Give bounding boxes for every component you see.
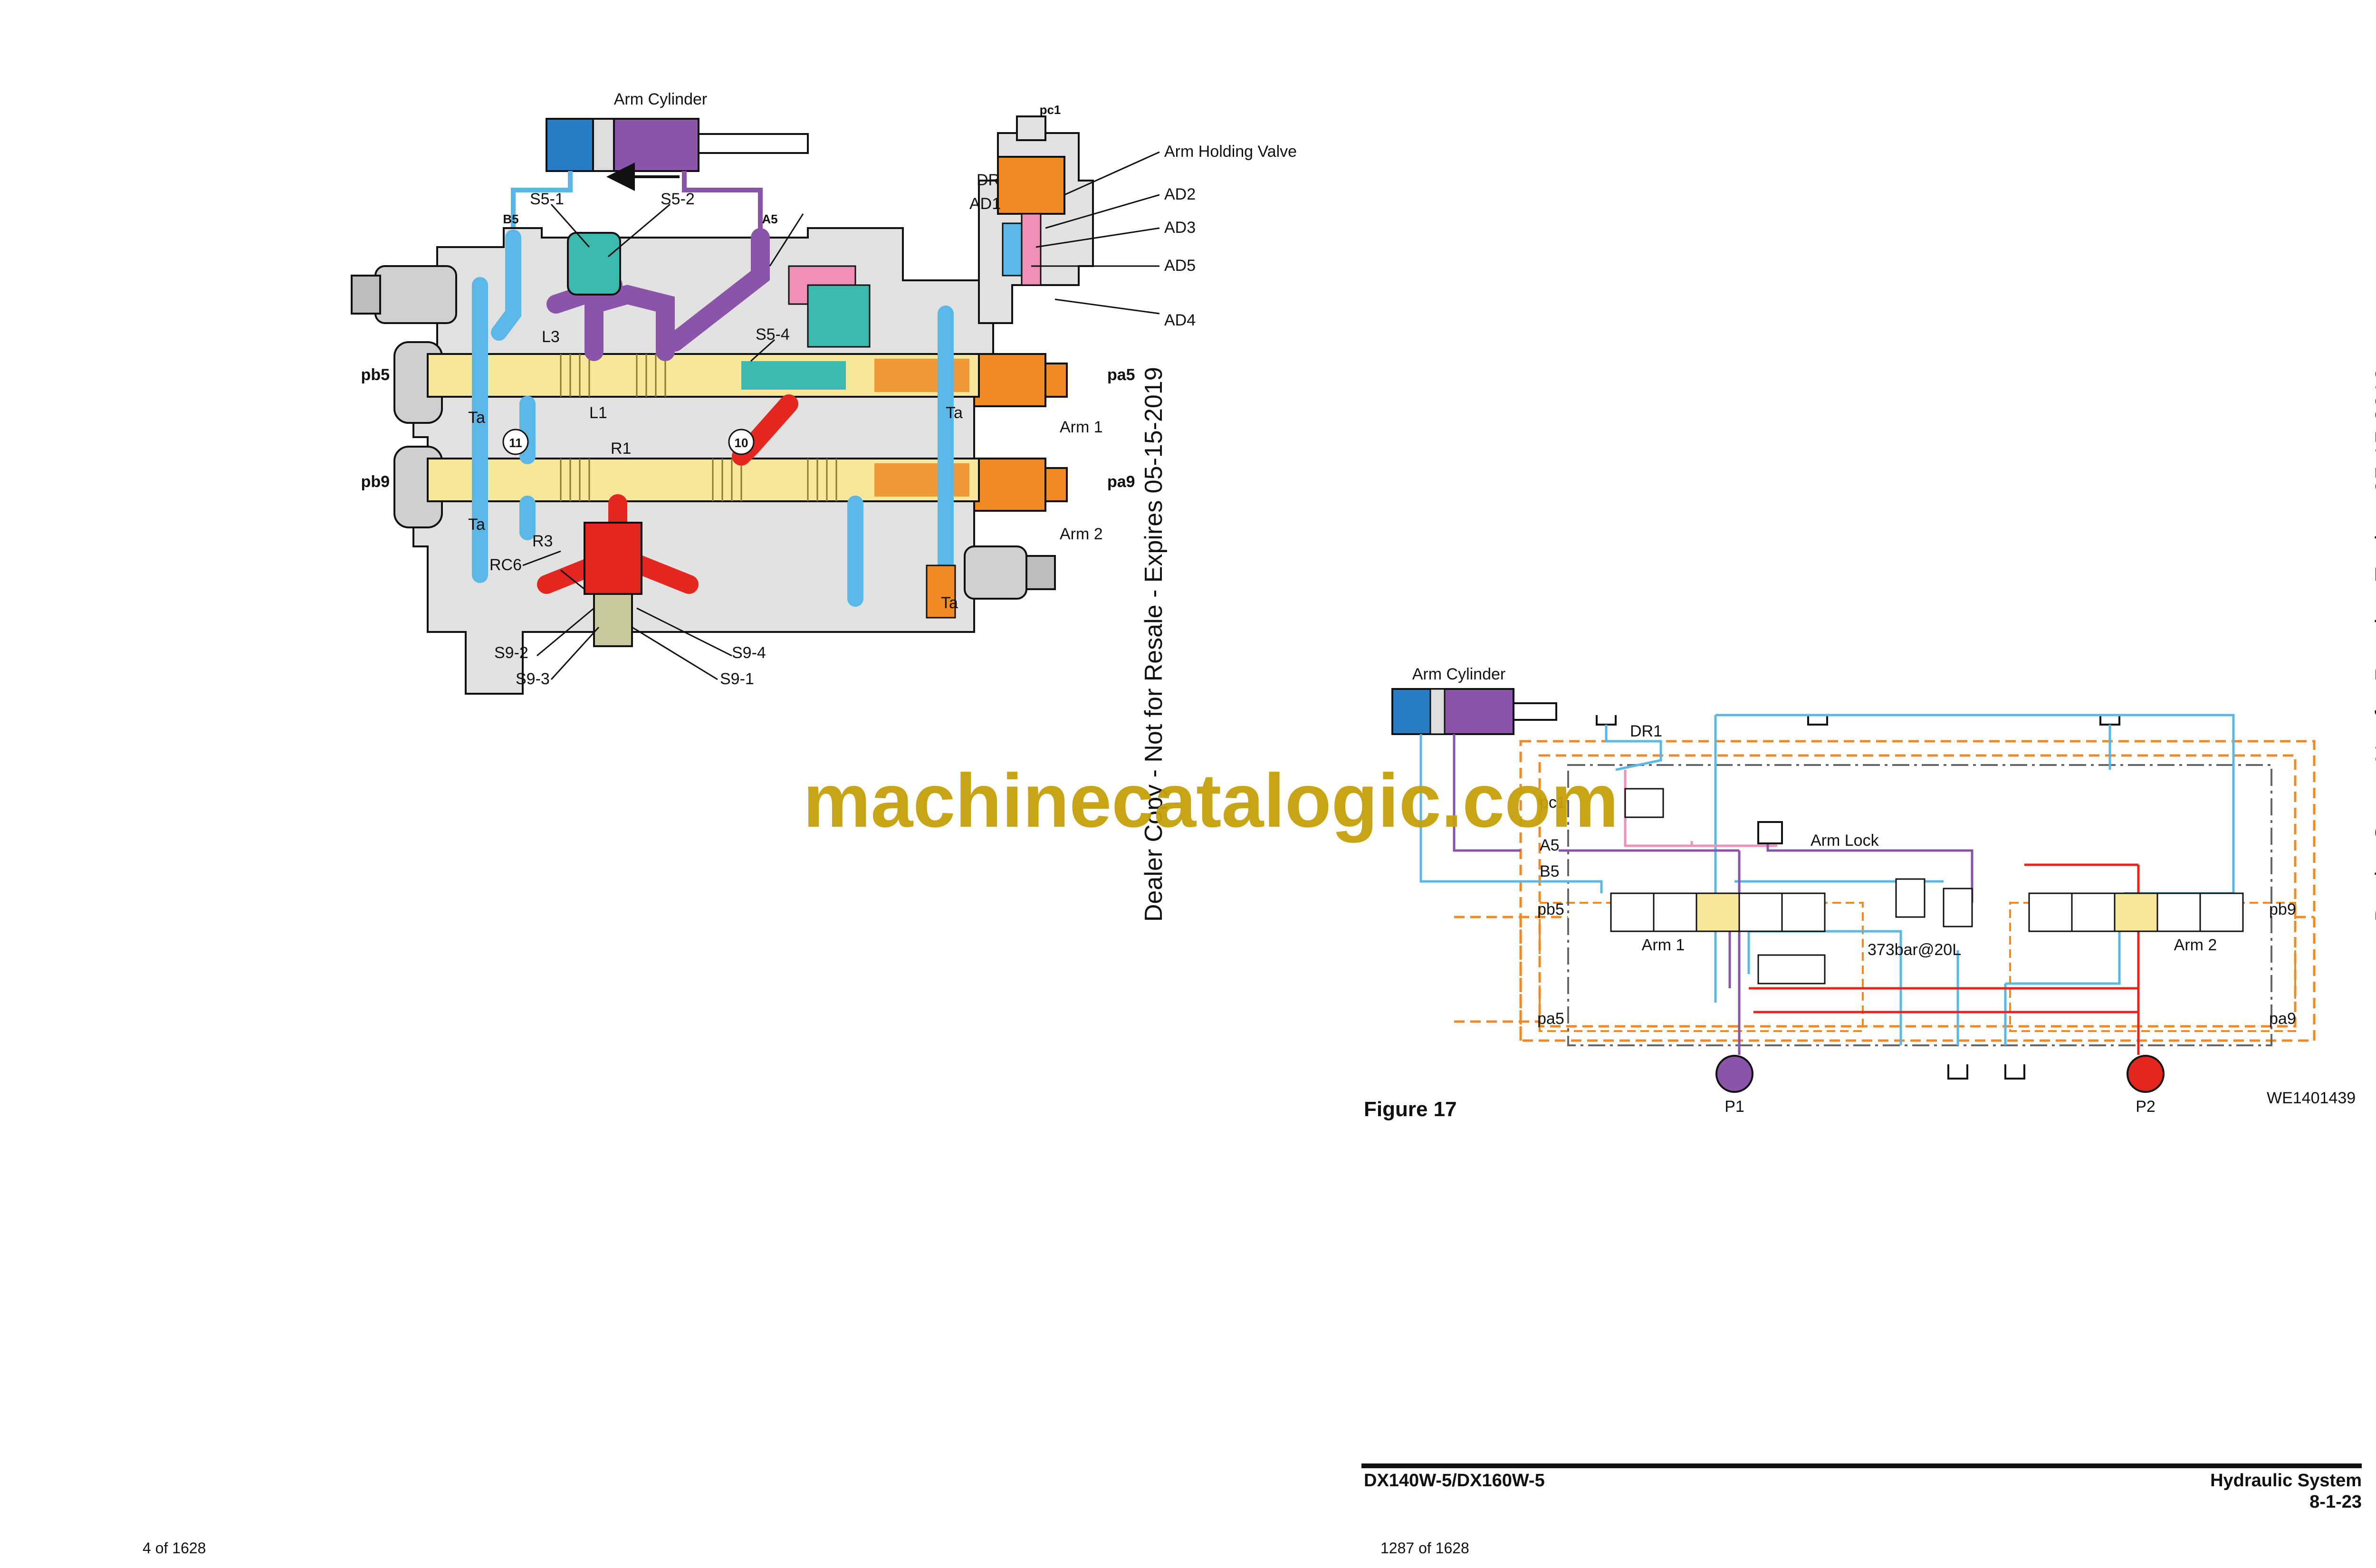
- s9-2-label: S9-2: [494, 644, 528, 662]
- pb9-label: pb9: [361, 473, 390, 491]
- ta-label-3: Ta: [468, 516, 485, 534]
- relief-valve-1: [1895, 878, 1926, 918]
- arm-lock-label: Arm Lock: [1811, 832, 1879, 850]
- dr-label: DR: [977, 171, 1000, 189]
- arm-cylinder-schematic: Arm Cylinder: [1391, 665, 1557, 735]
- footer-rule: [1361, 1463, 2362, 1468]
- s5-2-label: S5-2: [661, 190, 695, 208]
- footer-page-ref: 8-1-23: [2309, 1492, 2362, 1512]
- pa5-label: pa5: [1107, 366, 1135, 384]
- watermark-main: machinecatalogic.com: [803, 758, 1619, 843]
- r3-label: R3: [532, 532, 553, 550]
- hydraulic-schematic: Arm Cylinder: [1391, 665, 2316, 1116]
- arm1-label-top: Arm 1: [1060, 418, 1103, 436]
- relief-setting-label: 373bar@20L: [1868, 941, 1961, 959]
- pc1-label-schematic: pc1: [1540, 794, 1566, 812]
- pa5-label-schematic: pa5: [1537, 1010, 1564, 1028]
- pc1-label-top: pc1: [1040, 103, 1061, 117]
- circle-11-label: 11: [509, 436, 522, 450]
- valve-section: Arm Cylinder: [351, 90, 1297, 695]
- pump-p2: [2127, 1055, 2165, 1093]
- footer-section: Hydraulic System: [2210, 1471, 2362, 1491]
- ta-label-2: Ta: [946, 404, 963, 422]
- pc1-valve: [1624, 788, 1664, 818]
- arm1-directional-valve: Arm 1: [1610, 892, 1826, 954]
- arm2-label-schematic: Arm 2: [2174, 936, 2217, 954]
- watermark-right: Dealer Copy - Not for Resale - Expires 0…: [2371, 367, 2376, 922]
- s9-4-label: S9-4: [732, 644, 766, 662]
- arm2-label-top: Arm 2: [1060, 525, 1103, 543]
- dr1-label: DR1: [1630, 722, 1662, 740]
- pb5-label-schematic: pb5: [1537, 900, 1564, 918]
- l1-label: L1: [589, 404, 607, 422]
- pb5-label: pb5: [361, 366, 390, 384]
- pa9-label: pa9: [1107, 473, 1135, 491]
- s5-4-label: S5-4: [756, 325, 790, 344]
- watermark-left: Dealer Copy - Not for Resale - Expires 0…: [1140, 367, 1168, 922]
- a5-label-schematic: A5: [1540, 836, 1560, 854]
- b5-label: B5: [503, 212, 518, 226]
- ta-label-4: Ta: [941, 594, 958, 612]
- ad3-label: AD3: [1164, 219, 1196, 237]
- relief-valve-2: [1943, 888, 1973, 927]
- r1-label: R1: [611, 440, 631, 458]
- ad5-label: AD5: [1164, 257, 1196, 275]
- arm1-aux-valve: [1757, 954, 1826, 985]
- b5-line: [511, 171, 573, 233]
- l3-label: L3: [542, 328, 560, 346]
- right-page-number: 1287 of 1628: [1380, 1539, 1469, 1557]
- check-valve-s5: [567, 232, 621, 296]
- arm-cylinder-schematic-label: Arm Cylinder: [1412, 665, 1505, 683]
- arm-lock-valve: Arm Lock: [1757, 821, 1879, 850]
- arm-cylinder-top-label: Arm Cylinder: [614, 90, 707, 108]
- red-check-valve: [584, 522, 642, 595]
- ad1-label: AD1: [969, 195, 1001, 213]
- pa9-label-schematic: pa9: [2269, 1010, 2296, 1028]
- s9-1-label: S9-1: [720, 670, 754, 688]
- ta-label-1: Ta: [468, 409, 485, 427]
- ad4-label: AD4: [1164, 311, 1196, 329]
- arm-holding-valve: [978, 115, 1094, 324]
- pb9-label-schematic: pb9: [2269, 900, 2296, 918]
- arm1-label-schematic: Arm 1: [1642, 936, 1685, 954]
- b5-label-schematic: B5: [1540, 862, 1560, 880]
- arm2-directional-valve: Arm 2: [2028, 892, 2244, 954]
- arm-cylinder-top: Arm Cylinder: [546, 90, 809, 191]
- s9-3-label: S9-3: [516, 670, 550, 688]
- circle-10-label: 10: [735, 436, 748, 450]
- p2-label: P2: [2136, 1098, 2156, 1116]
- arm-holding-valve-label: Arm Holding Valve: [1164, 143, 1297, 161]
- a5-label: A5: [762, 212, 777, 226]
- p1-label: P1: [1725, 1098, 1744, 1116]
- s5-1-label: S5-1: [530, 190, 564, 208]
- figure-code: WE1401439: [2267, 1089, 2356, 1107]
- a5-line: [682, 171, 763, 233]
- ad2-label: AD2: [1164, 185, 1196, 203]
- pump-p1: [1715, 1055, 1753, 1093]
- figure-caption: Figure 17: [1364, 1098, 1457, 1121]
- footer-model: DX140W-5/DX160W-5: [1364, 1471, 1545, 1491]
- left-page-number: 4 of 1628: [143, 1539, 206, 1557]
- rc6-label: RC6: [489, 556, 522, 574]
